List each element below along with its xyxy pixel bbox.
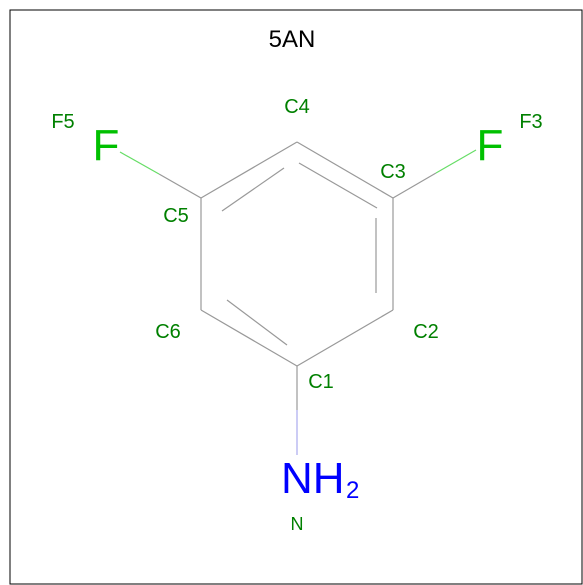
atom-label-n: N	[291, 514, 304, 534]
atom-label-c2: C2	[413, 321, 439, 343]
atom-label-c5: C5	[163, 205, 189, 227]
bond-c3-f3-a	[392, 172, 437, 199]
benzene-ring	[200, 141, 394, 367]
bond-c5-c4	[200, 141, 298, 199]
bond-c5-f5-b	[119, 151, 160, 175]
atom-label-c4: C4	[284, 96, 310, 118]
substituent-bonds	[119, 149, 477, 455]
double-bond-inner-c1-c6	[226, 299, 288, 346]
bond-c1-c6	[200, 309, 298, 367]
double-bond-inner-c4-c3	[298, 162, 378, 209]
bond-c2-c1	[296, 309, 394, 367]
amine-subscript: 2	[346, 477, 359, 504]
fluorine-symbol-left: F	[93, 121, 120, 170]
fluorine-symbol-right: F	[477, 121, 504, 170]
atom-label-c1: C1	[308, 371, 334, 393]
atom-labels: C4 C3 C5 C2 C6 C1 F3 F5 N	[51, 96, 542, 534]
amine-symbol: NH	[281, 454, 345, 503]
atom-label-c3: C3	[380, 161, 406, 183]
double-bond-inner-c5-c4	[221, 167, 285, 212]
bond-c3-f3-b	[435, 149, 477, 174]
atom-label-c6: C6	[155, 321, 181, 343]
atom-label-f3: F3	[519, 111, 542, 133]
atom-label-f5: F5	[51, 111, 74, 133]
bond-c4-c3	[296, 141, 394, 199]
molecule-title: 5AN	[269, 26, 316, 53]
diagram-border	[9, 9, 583, 585]
bond-c5-f5-a	[158, 173, 202, 199]
